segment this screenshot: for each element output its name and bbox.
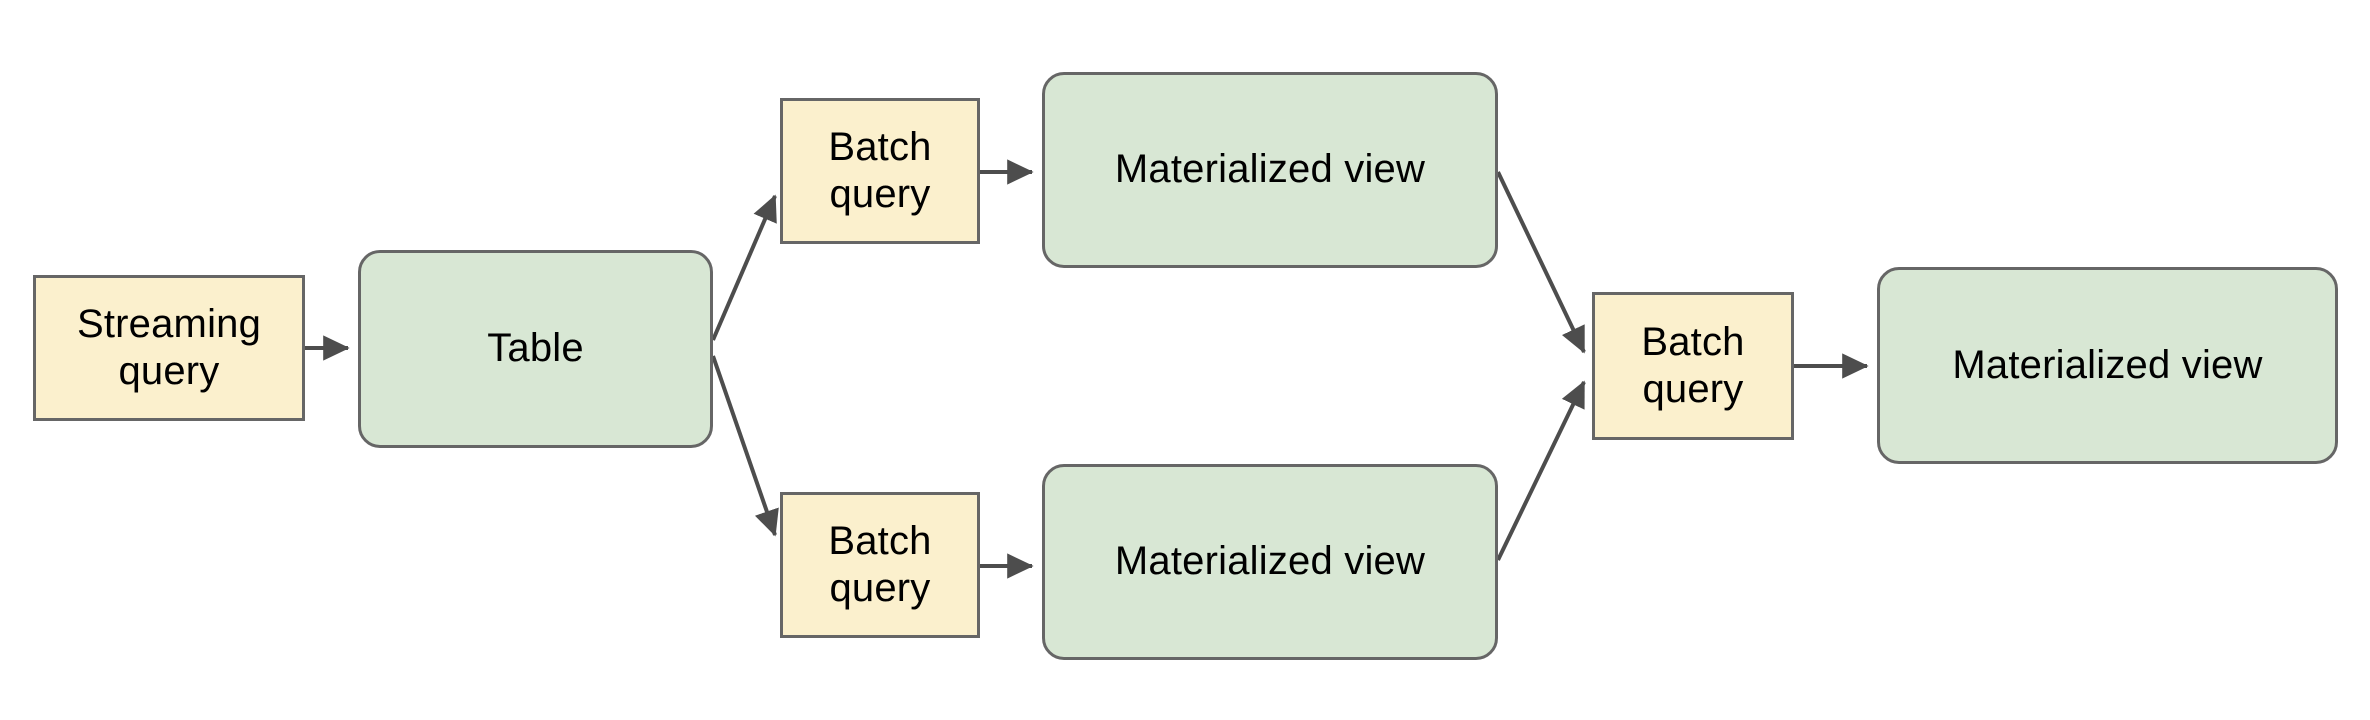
node-materialized-view-bottom-label: Materialized view — [1114, 539, 1426, 584]
edge-materialized-view-bottom-to-batch-query-join — [1496, 380, 1586, 561]
node-table[interactable]: Table — [358, 250, 713, 448]
node-batch-query-top-label: Batch query — [828, 124, 932, 216]
node-batch-query-bottom-label: Batch query — [828, 518, 932, 610]
node-materialized-view-top-label: Materialized view — [1114, 147, 1426, 192]
edge-table-to-batch-query-bottom — [711, 355, 779, 537]
node-batch-query-top[interactable]: Batch query — [780, 98, 980, 244]
edge-materialized-view-top-to-batch-query-join — [1496, 171, 1586, 354]
node-streaming-query-label: Streaming query — [76, 301, 262, 393]
node-table-label: Table — [487, 326, 584, 371]
node-materialized-view-top[interactable]: Materialized view — [1042, 72, 1498, 268]
node-materialized-view-bottom[interactable]: Materialized view — [1042, 464, 1498, 660]
node-batch-query-bottom[interactable]: Batch query — [780, 492, 980, 638]
node-materialized-view-final-label: Materialized view — [1952, 342, 2263, 387]
edge-table-to-batch-query-top — [711, 194, 777, 341]
node-streaming-query[interactable]: Streaming query — [33, 275, 305, 421]
node-batch-query-join-label: Batch query — [1641, 319, 1745, 411]
node-materialized-view-final[interactable]: Materialized view — [1877, 267, 2338, 464]
node-batch-query-join[interactable]: Batch query — [1592, 292, 1794, 440]
